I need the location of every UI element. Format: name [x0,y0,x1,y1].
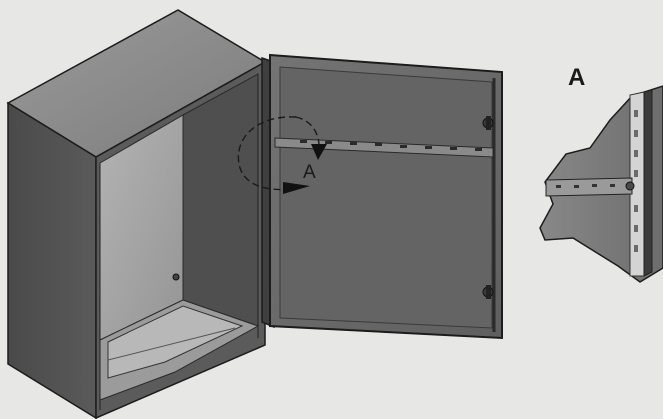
gland-plate [107,305,244,379]
door-inner-panel [279,66,493,329]
enclosure-interior-side [182,73,259,327]
earth-stud [172,273,180,281]
detail-view-a [539,85,663,283]
door-lock-bottom [482,285,494,299]
rail-holes [300,140,482,151]
enclosure-side-face [7,101,97,419]
view-marker-label: A [303,162,316,183]
gland-plate-edge [107,327,236,361]
detail-callout-label: A [568,64,586,91]
door-lock-top [482,116,494,130]
curved-rotation-arrow-icon [237,116,327,194]
